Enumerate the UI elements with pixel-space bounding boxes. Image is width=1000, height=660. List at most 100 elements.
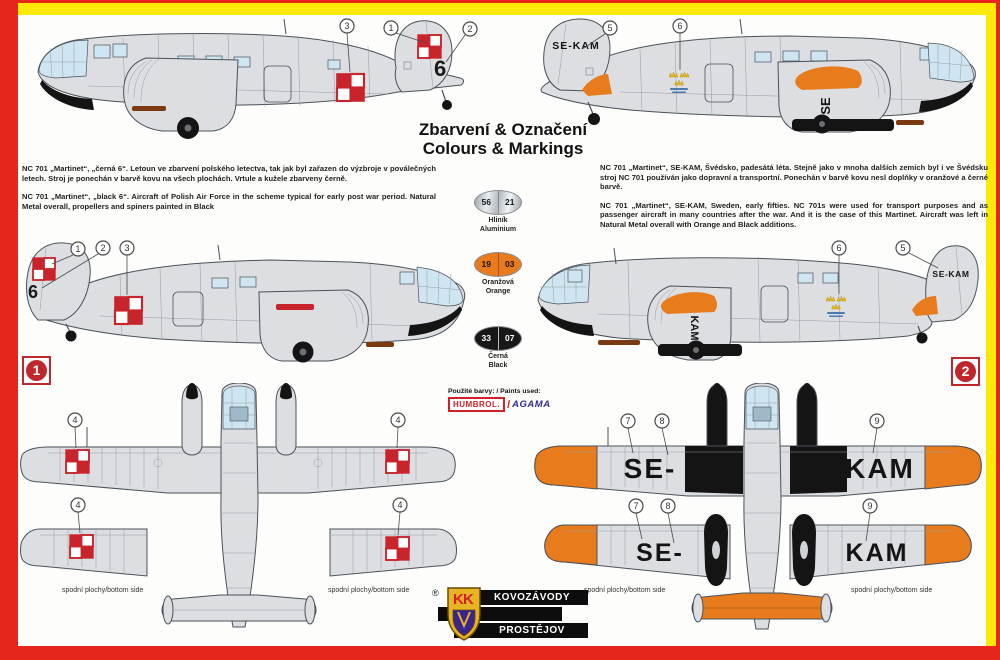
callout-2: [95, 240, 111, 256]
svg-text:1: 1: [75, 244, 80, 254]
humbrol-logo: HUMBROL.: [448, 397, 506, 412]
paint-name-en: Black: [488, 361, 508, 369]
tail-wheel: [442, 100, 452, 110]
svg-text:1: 1: [388, 23, 393, 33]
svg-text:3: 3: [124, 243, 129, 253]
prop-spinner: [711, 383, 723, 400]
orange-nacelle-top: [795, 66, 862, 90]
side-view-polish-starboard: 6 3 1 2: [37, 18, 478, 139]
agama-code: 03: [497, 253, 522, 276]
logo-line2: PROSTĚJOV: [454, 623, 588, 638]
tail-fin: [543, 18, 611, 92]
fin-registration: SE-KAM: [932, 269, 969, 279]
orange-tip-bottom-right: [924, 524, 972, 566]
svg-text:9: 9: [874, 416, 879, 426]
bottom-side-label-1: spodní plochy/bottom side: [62, 587, 144, 594]
variant1-description: NC 701 „Martinet“, „černá 6“. Letoun ve …: [22, 164, 436, 220]
side-view-sekam-port: SE-KAM KAM 6 5: [537, 240, 979, 361]
agama-code: 21: [497, 191, 522, 214]
paint-swatch-aluminium: 56 21 Hliník Aluminium: [452, 190, 544, 234]
orange-nacelle-top: [660, 292, 717, 314]
callout-9: [862, 498, 878, 514]
scheme-2-marker: 2: [951, 357, 980, 386]
plan-view-polish: 4 4 4 4: [20, 383, 457, 628]
callout-4: [70, 497, 86, 513]
variant1-text-english: NC 701 „Martinet“, „black 6“. Aircraft o…: [22, 192, 436, 211]
svg-text:6: 6: [836, 243, 841, 253]
svg-text:9: 9: [867, 501, 872, 511]
bottom-registration-left: SE-: [636, 539, 684, 567]
orange-tailplane: [691, 592, 833, 620]
fuselage: [743, 383, 782, 630]
tail-code: 6: [434, 56, 446, 81]
checkerboard-wing-left: [65, 449, 90, 474]
tail-wheel: [916, 332, 928, 344]
paint-name-cs: Hliník: [488, 217, 508, 224]
callout-8: [654, 413, 670, 429]
cabin-door: [172, 291, 204, 327]
svg-text:8: 8: [659, 416, 664, 426]
callout-9: [869, 413, 885, 429]
orange-wingtip-right: [924, 445, 982, 490]
callout-5: [895, 240, 911, 256]
svg-text:7: 7: [633, 501, 638, 511]
orange-tail-fillet: [912, 296, 938, 316]
paint-swatch-black: 33 07 Černá Black: [452, 326, 544, 370]
callout-7: [620, 413, 636, 429]
endplate-fin: [692, 593, 704, 623]
nose-chin-black: [408, 306, 462, 336]
callout-4: [390, 412, 406, 428]
callout-5: [602, 20, 618, 36]
nacelle-left: [181, 384, 203, 456]
prop-spinner: [186, 383, 198, 400]
checkerboard-fin: [32, 257, 56, 281]
endplate-fin: [162, 595, 174, 625]
tail-wheel: [588, 113, 600, 125]
checkerboard-bottom-left: [69, 534, 94, 559]
checkerboard-fuselage: [335, 72, 366, 103]
tail-fin: [925, 245, 979, 323]
callout-3: [339, 18, 355, 34]
black-underside: [792, 119, 894, 131]
glazed-nose: [416, 266, 464, 307]
black-wing-section-right: [790, 446, 847, 494]
logo-shield-icon: K K: [447, 587, 481, 641]
variant2-description: NC 701 „Martinet“, SE-KAM, Švédsko, pade…: [600, 163, 988, 239]
agama-logo: AGAMA: [512, 399, 551, 410]
callout-4: [67, 412, 83, 428]
checkerboard-fin: [417, 34, 442, 59]
callout-7: [628, 498, 644, 514]
nose-chin-black: [919, 82, 973, 112]
logo-line1: KOVOZÁVODY: [454, 590, 588, 605]
endplate-fin: [304, 595, 316, 625]
checkerboard-fuselage: [113, 295, 144, 326]
paints-used-heading: Použité barvy: / Paints used:: [448, 388, 541, 395]
glazed-nose: [38, 39, 89, 79]
scheme-1-marker: 1: [22, 356, 51, 385]
tailplane: [161, 594, 317, 622]
variant2-text-english: NC 701 „Martinet“, SE-KAM, Sweden, early…: [600, 200, 988, 229]
cabin-door: [760, 285, 789, 323]
humbrol-code: 33: [481, 333, 491, 343]
variant1-text-czech: NC 701 „Martinet“, „černá 6“. Letoun ve …: [22, 164, 436, 183]
callout-2: [462, 21, 478, 37]
registered-trademark: ®: [432, 588, 439, 598]
humbrol-code: 19: [481, 259, 491, 269]
exhaust-stain: [132, 106, 166, 111]
paint-name-cs: Oranžová: [482, 279, 514, 286]
fuselage: [220, 383, 259, 628]
endplate-fin: [820, 593, 832, 623]
svg-text:7: 7: [625, 416, 630, 426]
black-wing-section-left: [685, 446, 743, 494]
exhaust-stain: [598, 340, 640, 345]
orange-tail-fillet: [582, 74, 612, 96]
bottom-registration-right: KAM: [846, 539, 909, 567]
svg-text:4: 4: [72, 415, 77, 425]
callout-6: [672, 18, 688, 34]
variant2-text-czech: NC 701 „Martinet“, SE-KAM, Švédsko, pade…: [600, 163, 988, 192]
callout-1: [383, 20, 399, 36]
glazed-nose: [927, 42, 975, 83]
svg-text:4: 4: [397, 500, 402, 510]
page-title: Zbarvení & Označení Colours & Markings: [383, 120, 623, 158]
kovozavody-prostejov-logo: ® KOVOZÁVODY PROSTĚJOV K K: [432, 586, 588, 644]
